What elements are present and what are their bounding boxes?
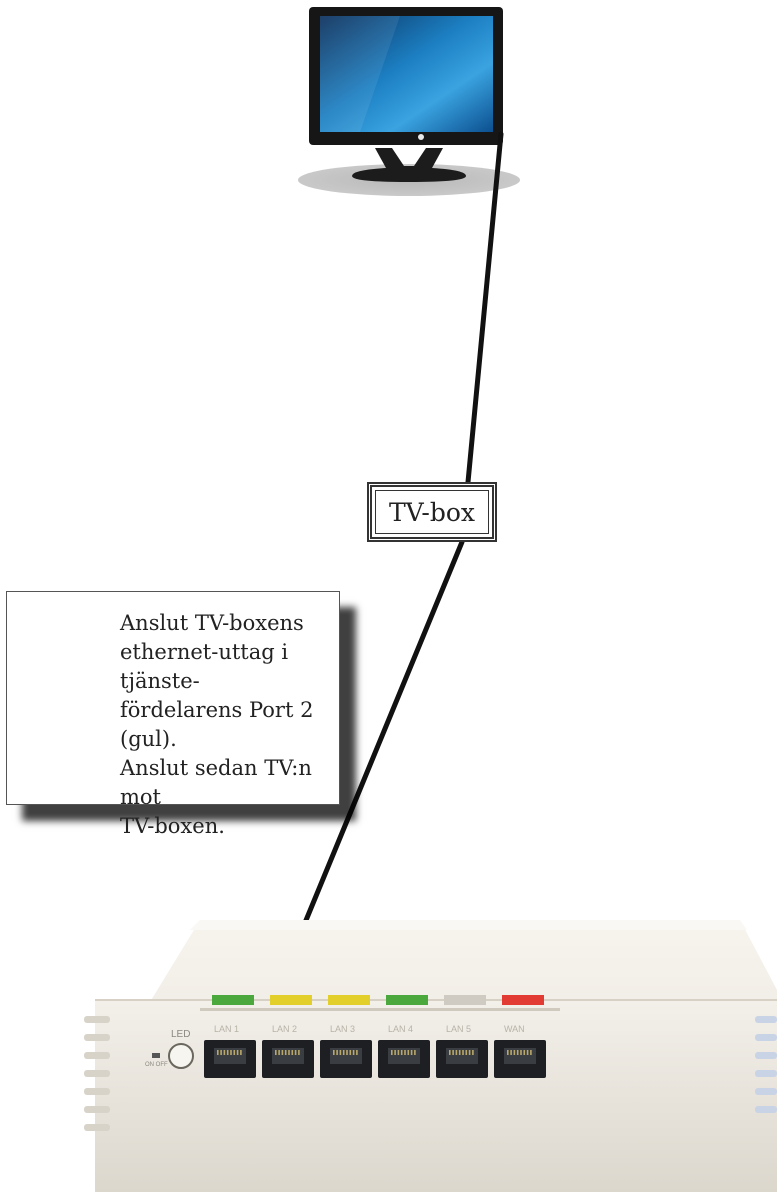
router-port-4: LAN 4 — [378, 995, 430, 1078]
port-label: LAN 3 — [330, 1024, 355, 1034]
led-button-icon — [168, 1043, 194, 1069]
port-color-indicator — [270, 995, 312, 1005]
router-port-5: LAN 5 — [436, 995, 488, 1078]
led-label: LED — [171, 1029, 190, 1040]
port-color-indicator — [444, 995, 486, 1005]
switch-label: ON OFF — [145, 1062, 168, 1068]
tv-box-label: TV-box — [367, 482, 497, 542]
router-ports: LAN 1 LAN 2 LAN 3 LAN 4 LAN 5 WAN — [204, 995, 546, 1078]
port-label: LAN 2 — [272, 1024, 297, 1034]
instruction-text: Anslut TV-boxens ethernet-uttag i tjänst… — [120, 611, 314, 838]
tv-monitor-icon — [298, 7, 520, 196]
router-port-2: LAN 2 — [262, 995, 314, 1078]
router-port-3: LAN 3 — [320, 995, 372, 1078]
router-port-1: LAN 1 — [204, 995, 256, 1078]
port-color-indicator — [386, 995, 428, 1005]
router-port-6: WAN — [494, 995, 546, 1078]
service-distributor-router: LED ON OFF — [84, 920, 777, 1192]
port-color-indicator — [502, 995, 544, 1005]
port-label: LAN 1 — [214, 1024, 239, 1034]
port-label: LAN 4 — [388, 1024, 413, 1034]
on-off-switch-icon — [152, 1053, 160, 1058]
port-label: LAN 5 — [446, 1024, 471, 1034]
port-color-indicator — [212, 995, 254, 1005]
instruction-box — [6, 591, 340, 805]
port-color-indicator — [328, 995, 370, 1005]
port-label: WAN — [504, 1024, 525, 1034]
